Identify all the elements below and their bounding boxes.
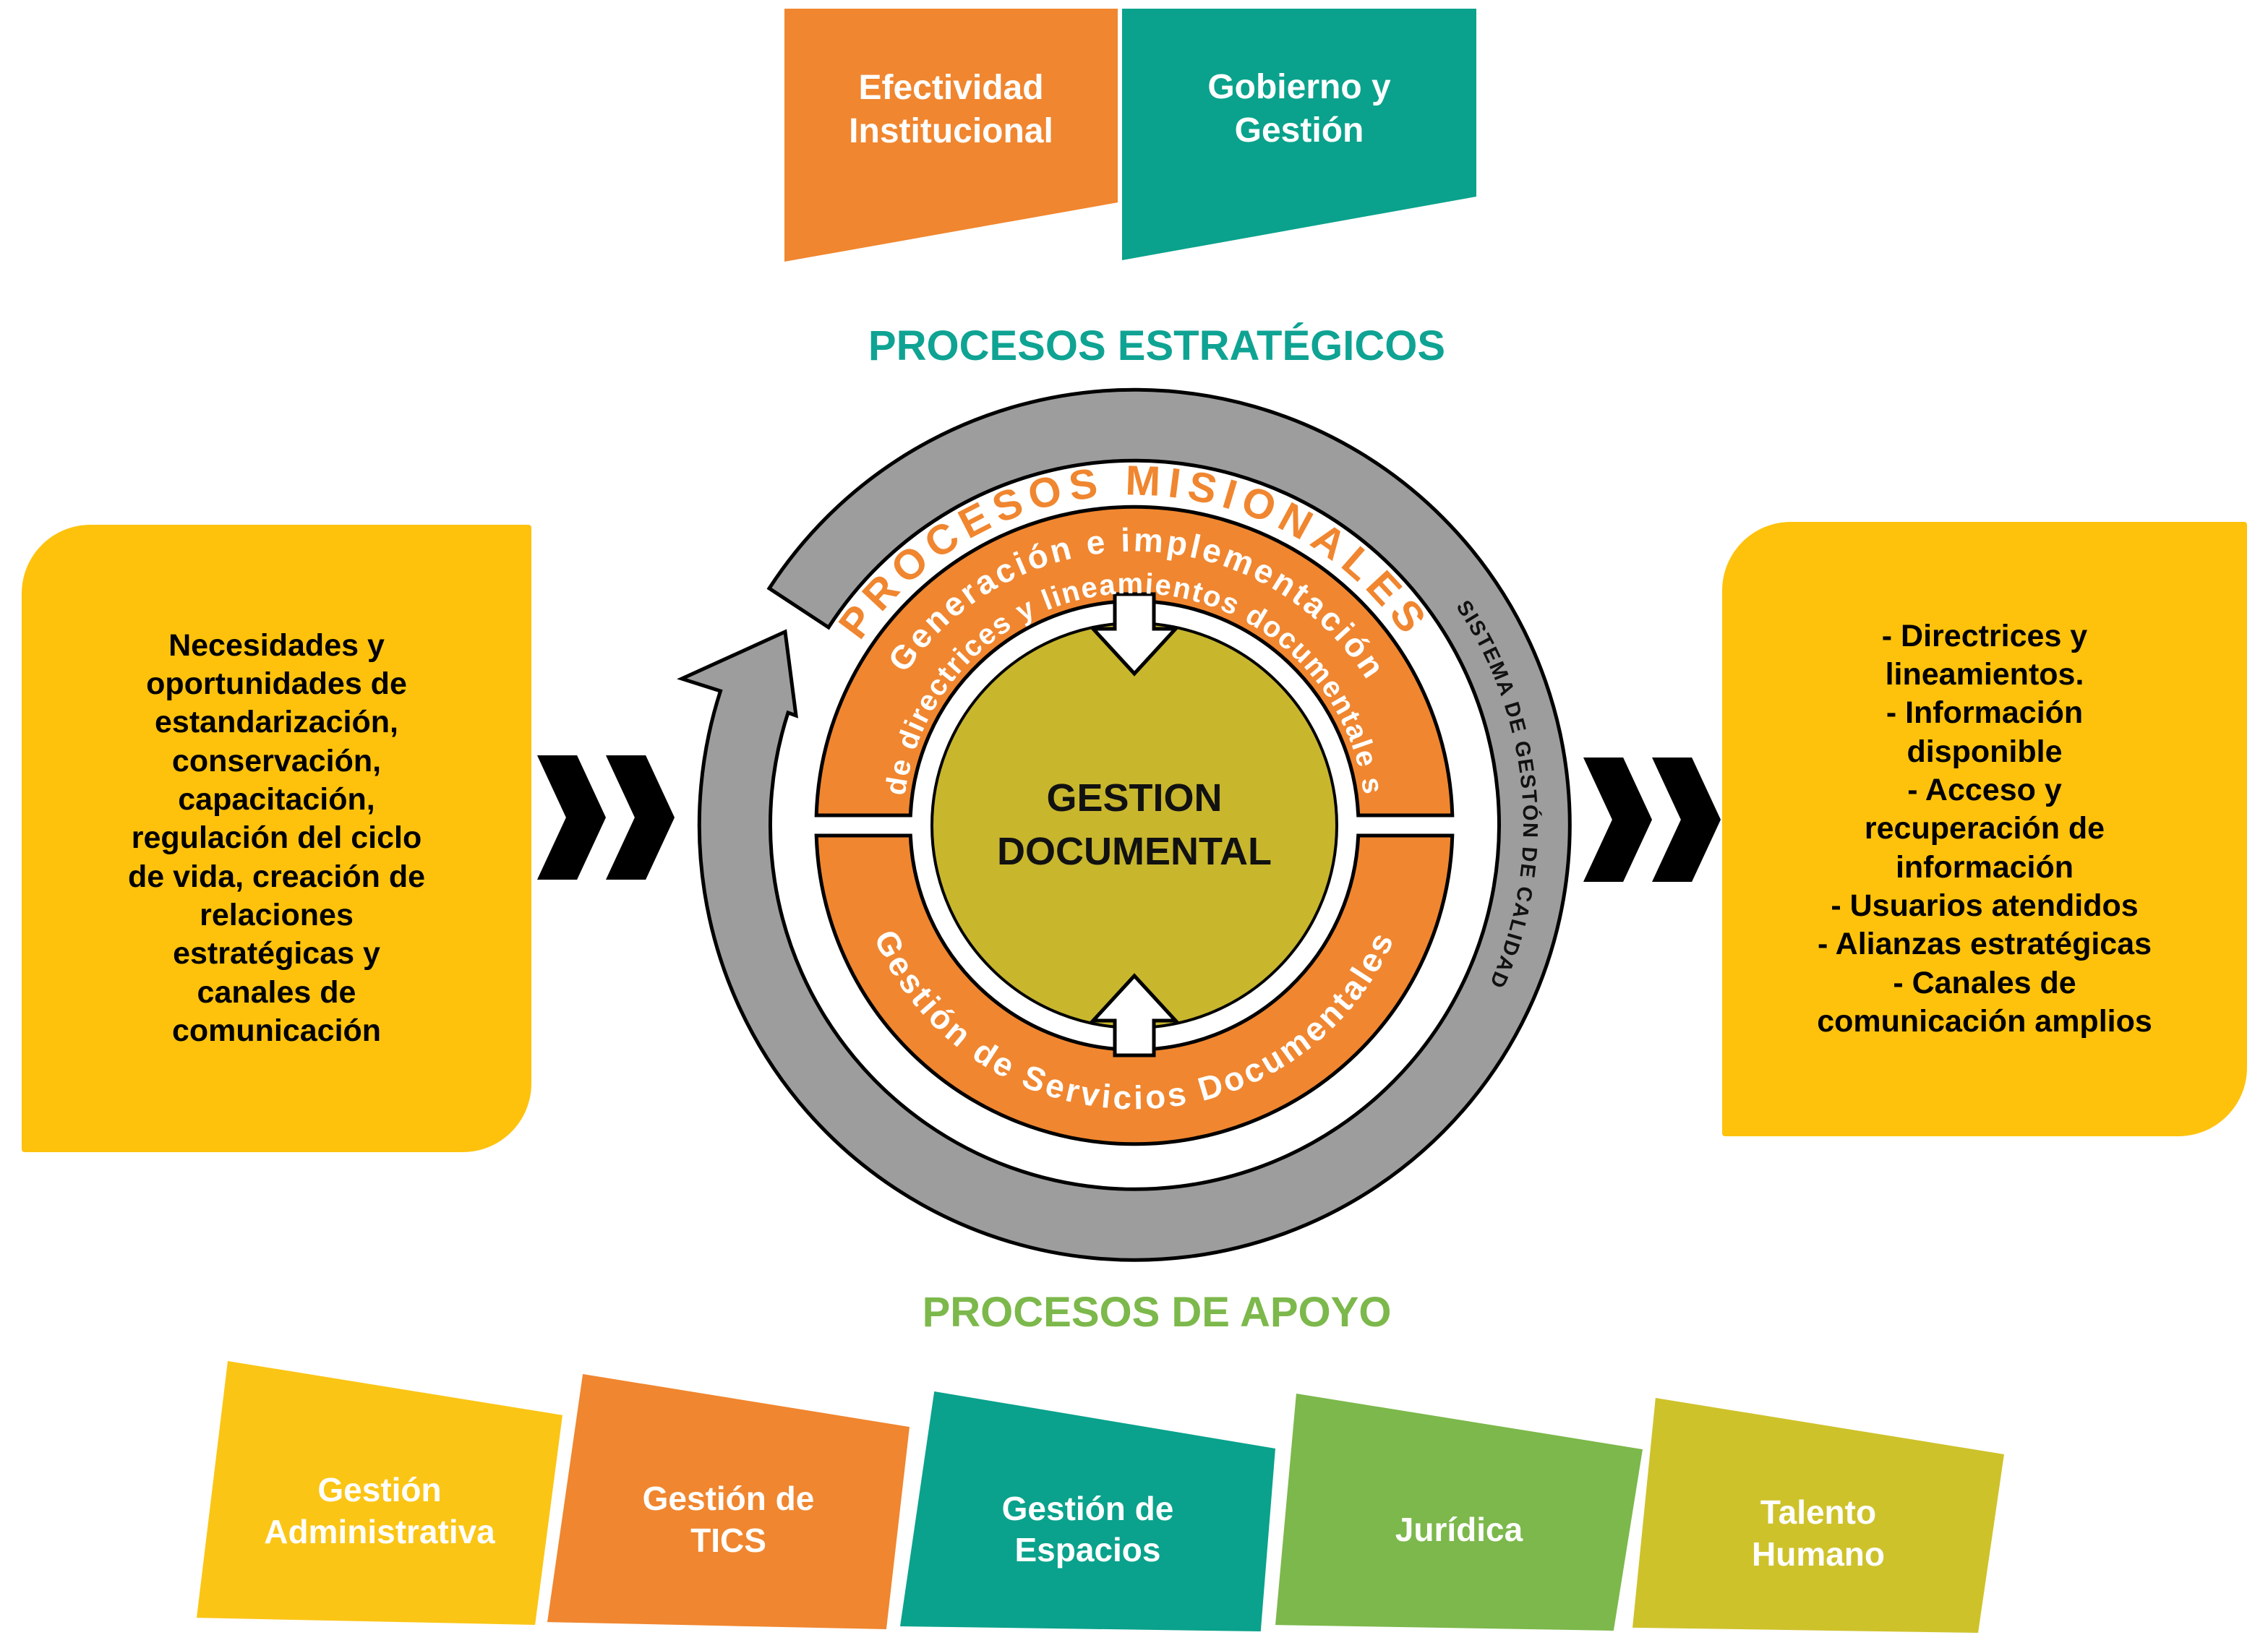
process-wheel-diagram: PROCESOS MISIONALES Generación e impleme… xyxy=(677,387,1572,1262)
support-shape-label: Talento Humano xyxy=(1752,1493,1885,1573)
heading-procesos-de-apoyo: PROCESOS DE APOYO xyxy=(922,1289,1392,1336)
support-shape-label: Gestión de TICS xyxy=(642,1480,815,1559)
support-shape-label: Jurídica xyxy=(1395,1511,1523,1549)
arrow-down-icon xyxy=(1089,592,1180,677)
center-label-line2: DOCUMENTAL xyxy=(997,830,1272,873)
banner-gobierno: Gobierno y Gestión xyxy=(1122,9,1476,260)
circular-arrow-icon xyxy=(677,387,1572,1262)
input-needs-box: Necesidades y oportunidades de estandari… xyxy=(22,525,531,1152)
support-shape-gestion-administrativa: Gestión Administrativa xyxy=(197,1361,562,1625)
support-shape-gestion-tics: Gestión de TICS xyxy=(547,1374,910,1629)
heading-procesos-estrategicos: PROCESOS ESTRATÉGICOS xyxy=(868,322,1446,369)
support-shape-label: Gestión de Espacios xyxy=(1001,1489,1174,1569)
support-shape-gestion-espacios: Gestión de Espacios xyxy=(900,1391,1275,1631)
output-results-box: - Directrices y lineamientos. - Informac… xyxy=(1722,522,2247,1136)
misionales-ring-top xyxy=(814,505,1455,818)
banner-efectividad: Efectividad Institucional xyxy=(784,9,1118,262)
banner-efectividad-label: Efectividad Institucional xyxy=(849,69,1053,150)
support-shape-juridica: Jurídica xyxy=(1275,1394,1643,1631)
support-shape-talento-humano: Talento Humano xyxy=(1632,1398,2004,1633)
center-label-line1: GESTION xyxy=(1046,776,1222,820)
output-results-text: - Directrices y lineamientos. - Informac… xyxy=(1817,618,2152,1039)
input-needs-text: Necesidades y oportunidades de estandari… xyxy=(127,627,426,1048)
support-shape-label: Gestión Administrativa xyxy=(264,1471,495,1550)
gestion-documental-circle xyxy=(930,622,1338,1029)
misionales-ring-bottom xyxy=(814,833,1455,1146)
banner-gobierno-label: Gobierno y Gestión xyxy=(1207,68,1391,150)
arrow-up-icon xyxy=(1089,973,1180,1057)
chevron-right-icon xyxy=(537,755,606,880)
